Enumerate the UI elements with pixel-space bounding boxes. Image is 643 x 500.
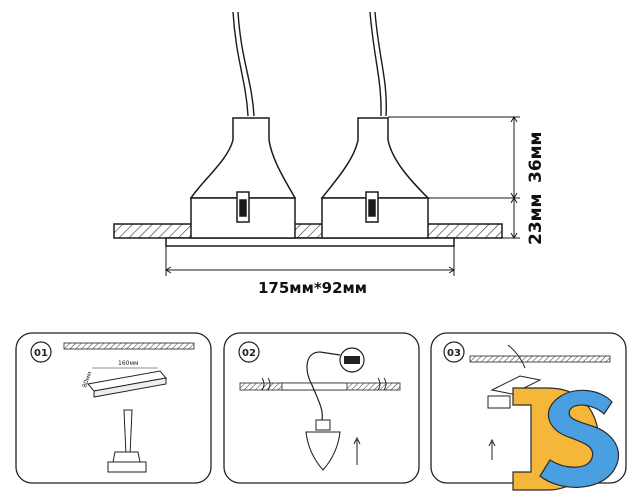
step-1-number: 01 (34, 348, 48, 359)
left-lamp (189, 117, 297, 239)
frame-flange (165, 237, 455, 247)
step-3-number: 03 (447, 348, 461, 359)
height-dimension-lines (388, 116, 520, 239)
ds-logo (512, 387, 619, 491)
right-lamp (320, 117, 430, 239)
width-dimension-lines (165, 246, 455, 276)
step-2-number: 02 (242, 348, 256, 359)
height-top-label: 36мм (526, 132, 546, 183)
logo-letter-s (539, 389, 619, 488)
power-cables (232, 11, 387, 117)
height-bottom-label: 23мм (526, 194, 546, 245)
step-panel-1: 01 160мм 80мм (15, 332, 212, 484)
main-drawing (113, 11, 520, 276)
width-label: 175мм*92мм (258, 279, 367, 297)
step-1-length: 160мм (118, 360, 139, 367)
ceiling-plate (113, 223, 503, 239)
step-panel-2: 02 (223, 332, 420, 484)
